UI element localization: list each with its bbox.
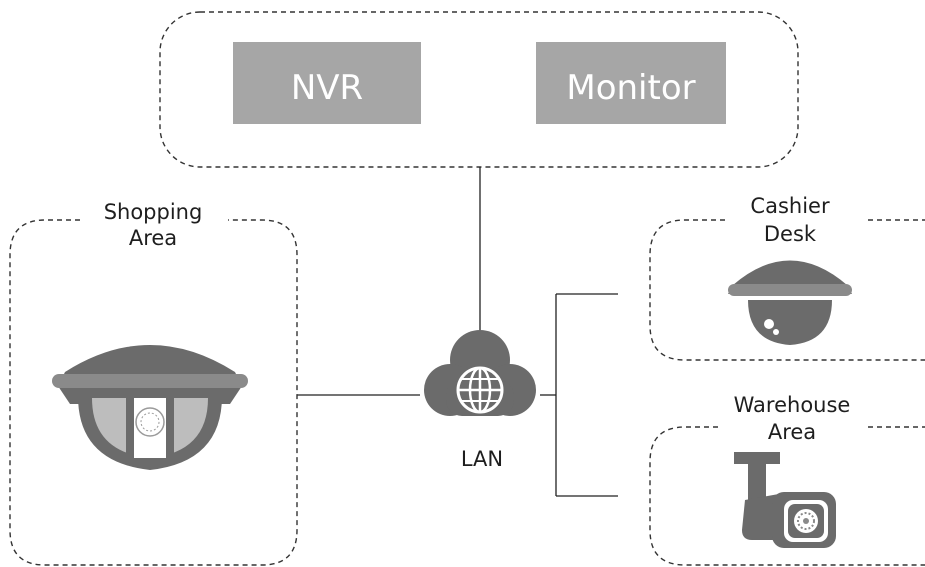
shopping-area-label-line1: Shopping: [104, 200, 203, 224]
shopping-area-zone: [9, 219, 298, 566]
monitor-box: [536, 42, 726, 124]
lan-label: LAN: [461, 447, 503, 471]
head-end-group: [159, 11, 799, 168]
warehouse-area-label-line1: Warehouse: [734, 393, 851, 417]
shopping-area-label-line2: Area: [129, 226, 177, 250]
warehouse-area-label-line2: Area: [768, 420, 816, 444]
warehouse-area-zone: [649, 426, 925, 566]
nvr-box: [233, 42, 421, 124]
dome-camera-small-icon: [728, 260, 852, 345]
cashier-desk-label-line1: Cashier: [750, 194, 830, 218]
lan-cloud-icon: [424, 330, 536, 416]
monitor-label: Monitor: [566, 68, 695, 108]
cashier-desk-label-line2: Desk: [764, 222, 817, 246]
nvr-label: NVR: [291, 68, 363, 108]
dome-camera-large-icon: [52, 345, 248, 470]
cashier-desk-zone: [649, 219, 925, 361]
bullet-camera-icon: [734, 452, 836, 548]
